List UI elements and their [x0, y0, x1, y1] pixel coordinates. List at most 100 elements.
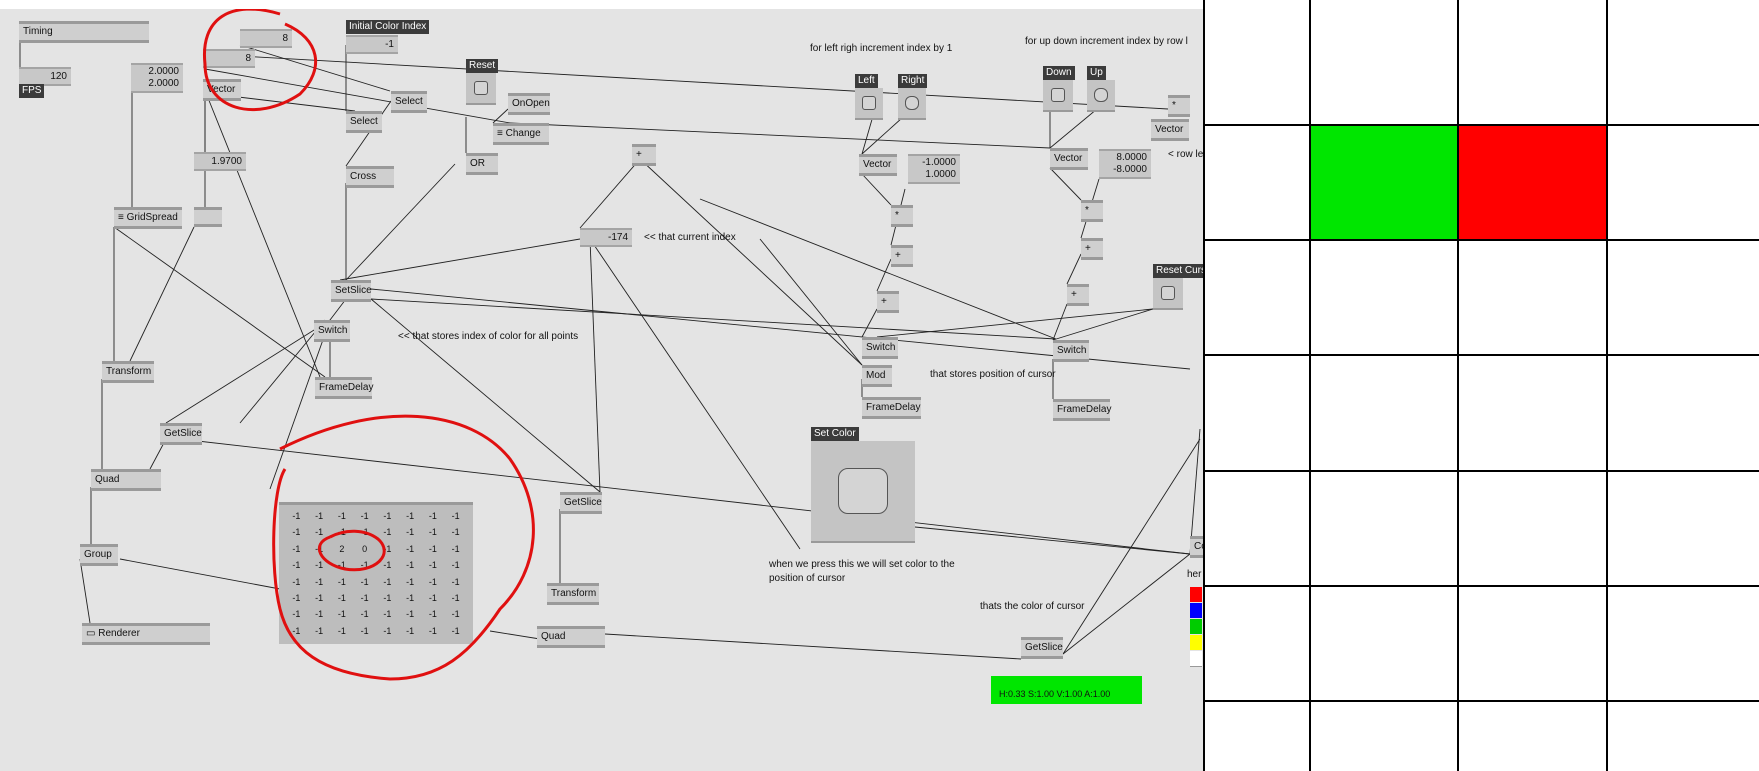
switch-node-ud[interactable]: Switch: [1053, 340, 1089, 362]
down-bang[interactable]: [1043, 80, 1073, 112]
right-bang[interactable]: [898, 88, 926, 120]
spread-value-b: 2.0000: [148, 78, 179, 89]
patch-link: [759, 238, 863, 366]
reset-cursor-bang[interactable]: [1153, 278, 1183, 310]
patch-editor[interactable]: Timing 120 FPS 8 8 2.0000 2.0000 Vector …: [0, 9, 1203, 771]
matrix-cell: -1: [360, 527, 369, 538]
size-value[interactable]: 1.9700: [194, 152, 246, 171]
plus-node-center[interactable]: +: [632, 144, 656, 166]
color-node-partial[interactable]: Co: [1190, 536, 1203, 558]
reset-label: Reset: [466, 59, 499, 73]
plus-node-ud-b[interactable]: +: [1067, 284, 1089, 306]
menu-icon: ≡: [497, 128, 506, 139]
matrix-cell: -1: [360, 560, 369, 571]
plus-node-lr-a[interactable]: +: [891, 245, 913, 267]
multiply-node-ud-top[interactable]: *: [1168, 95, 1190, 117]
renderer-output-grid[interactable]: [1203, 0, 1759, 771]
initial-color-index-value[interactable]: -1: [346, 35, 398, 54]
resolution-x[interactable]: 8: [240, 29, 292, 48]
spread-values[interactable]: 2.0000 2.0000: [131, 63, 183, 93]
cross-node[interactable]: Cross: [346, 166, 394, 188]
matrix-cell: -1: [360, 592, 369, 603]
small-node[interactable]: [194, 207, 222, 227]
framedelay-node-left[interactable]: FrameDelay: [315, 377, 373, 399]
current-index-value[interactable]: -174: [580, 228, 632, 247]
timing-node[interactable]: Timing: [19, 21, 149, 43]
fps-value[interactable]: 120: [19, 67, 71, 86]
patch-link: [699, 198, 1057, 340]
onopen-node[interactable]: OnOpen: [508, 93, 550, 115]
patch-link: [1189, 428, 1201, 555]
color-palette[interactable]: [1190, 587, 1203, 677]
framedelay-node-lr[interactable]: FrameDelay: [862, 397, 921, 419]
getslice-node-left[interactable]: GetSlice: [160, 423, 202, 445]
select-node-top[interactable]: Select: [391, 91, 427, 113]
stores-index-note: << that stores index of color for all po…: [398, 331, 579, 342]
switch-node-lr[interactable]: Switch: [862, 337, 898, 359]
plus-node-ud-a[interactable]: +: [1081, 238, 1103, 260]
patch-link: [239, 319, 326, 424]
quad-node-left[interactable]: Quad: [91, 469, 161, 491]
palette-swatch[interactable]: [1190, 651, 1202, 667]
change-label: Change: [505, 128, 541, 139]
mod-node[interactable]: Mod: [862, 365, 892, 387]
matrix-cell: -1: [292, 543, 301, 554]
palette-swatch[interactable]: [1190, 619, 1202, 634]
framedelay-node-ud[interactable]: FrameDelay: [1053, 399, 1111, 421]
gridspread-node[interactable]: ≡ GridSpread: [114, 207, 182, 229]
matrix-cell: -1: [428, 576, 437, 587]
palette-swatch[interactable]: [1190, 635, 1202, 650]
row-length-note: < row le: [1168, 149, 1203, 160]
set-color-bang[interactable]: [811, 441, 915, 543]
matrix-cell: -1: [451, 625, 460, 636]
left-bang[interactable]: [855, 88, 883, 120]
setslice-node[interactable]: SetSlice: [331, 280, 372, 302]
matrix-cell: -1: [292, 609, 301, 620]
palette-swatch[interactable]: [1190, 603, 1202, 618]
switch-node-left[interactable]: Switch: [314, 320, 350, 342]
patch-link: [79, 558, 91, 624]
palette-swatch[interactable]: [1190, 587, 1202, 602]
multiply-node-ud[interactable]: *: [1081, 200, 1103, 222]
renderer-node[interactable]: ▭ Renderer: [82, 623, 210, 645]
vector-node-ud[interactable]: Vector: [1050, 148, 1088, 170]
change-node[interactable]: ≡ Change: [493, 123, 549, 145]
matrix-cell: -1: [315, 527, 324, 538]
patch-link: [861, 308, 878, 338]
patch-link: [1066, 253, 1082, 285]
renderer-grid-lines: [1203, 0, 1759, 771]
matrix-cell: -1: [428, 511, 437, 521]
or-node[interactable]: OR: [466, 153, 498, 175]
matrix-cell: -1: [383, 543, 392, 554]
reset-bang[interactable]: [466, 73, 496, 105]
transform-node-left[interactable]: Transform: [102, 361, 154, 383]
matrix-cell: -1: [383, 560, 392, 571]
lr-values[interactable]: -1.0000 1.0000: [908, 154, 960, 184]
quad-node-center[interactable]: Quad: [537, 626, 605, 648]
ud-values[interactable]: 8.0000 -8.0000: [1099, 149, 1151, 179]
matrix-cell: -1: [360, 625, 369, 636]
grid-cell-filled: [1310, 125, 1458, 240]
getslice-node-center[interactable]: GetSlice: [560, 492, 602, 514]
matrix-cell: -1: [292, 511, 301, 521]
cursor-color-swatch[interactable]: H:0.33 S:1.00 V:1.00 A:1.00: [991, 676, 1142, 704]
matrix-cell: -1: [406, 576, 415, 587]
up-bang[interactable]: [1087, 80, 1115, 112]
multiply-node-lr[interactable]: *: [891, 205, 913, 227]
vector-node-lr[interactable]: Vector: [859, 154, 897, 176]
group-node[interactable]: Group: [80, 544, 118, 566]
matrix-cell: -1: [428, 592, 437, 603]
resolution-y[interactable]: 8: [203, 49, 255, 68]
menu-icon: ≡: [118, 212, 127, 223]
vector-node[interactable]: Vector: [203, 79, 241, 101]
patch-link: [639, 158, 863, 366]
plus-node-lr-b[interactable]: +: [877, 291, 899, 313]
select-node[interactable]: Select: [346, 111, 382, 133]
patch-link: [1052, 303, 1068, 341]
transform-node-center[interactable]: Transform: [547, 583, 599, 605]
gridspread-label: GridSpread: [126, 212, 178, 223]
initial-color-index-label: Initial Color Index: [346, 20, 430, 34]
vector-node-ud-top[interactable]: Vector: [1151, 119, 1189, 141]
getslice-node-right[interactable]: GetSlice: [1021, 637, 1063, 659]
